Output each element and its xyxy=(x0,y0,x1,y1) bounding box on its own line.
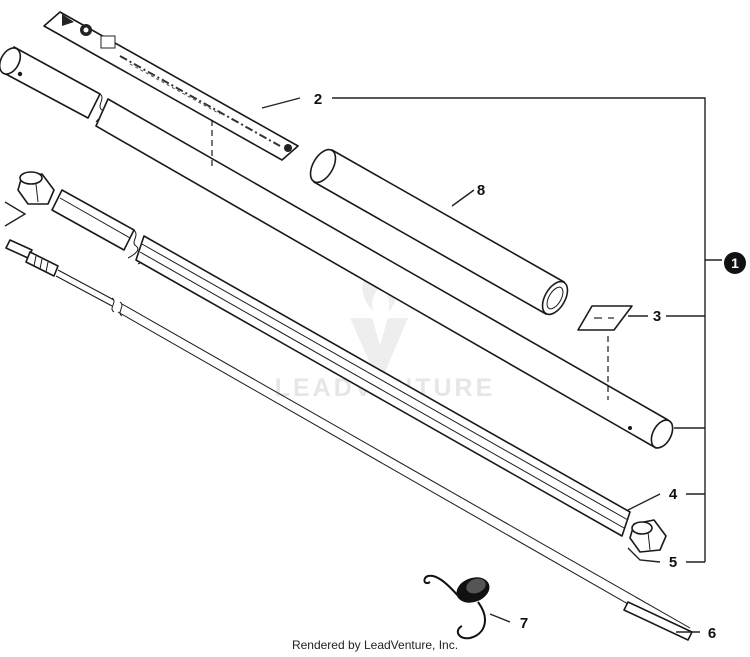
footer-credit: Rendered by LeadVenture, Inc. xyxy=(291,638,459,652)
callout-8: 8 xyxy=(477,182,485,199)
assembly-number: 1 xyxy=(731,255,739,271)
sleeve xyxy=(309,148,569,316)
assembly-marker: 1 xyxy=(724,252,746,274)
callout-7: 7 xyxy=(520,615,528,632)
callout-5: 5 xyxy=(669,554,677,571)
callout-4: 4 xyxy=(669,486,678,503)
decal-plate xyxy=(577,305,633,331)
callout-6: 6 xyxy=(708,625,716,642)
hook xyxy=(423,574,490,640)
callout-3: 3 xyxy=(653,308,661,325)
drive-tube xyxy=(0,46,674,449)
drive-shaft xyxy=(5,239,693,641)
liner xyxy=(51,189,631,537)
callout-lines xyxy=(4,97,722,633)
callout-2: 2 xyxy=(314,91,322,108)
bushing-left xyxy=(17,171,55,205)
tube-decal xyxy=(43,11,299,161)
bushing-right xyxy=(629,519,667,553)
